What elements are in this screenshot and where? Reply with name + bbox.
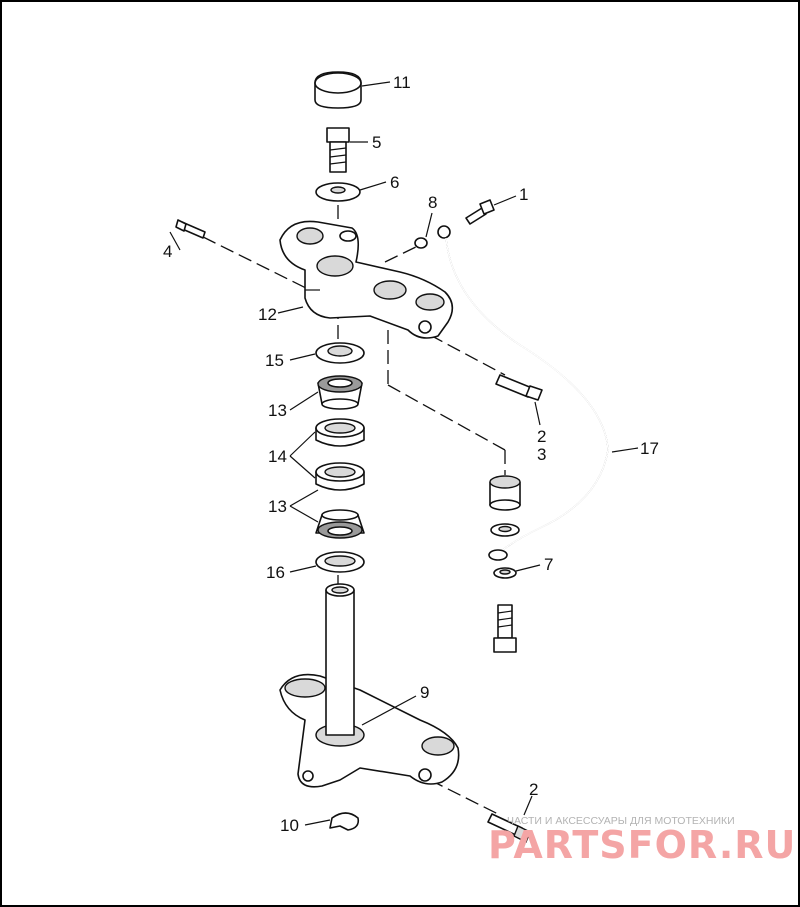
callout-2-bottom: 2 xyxy=(529,780,538,799)
part-retaining-clip xyxy=(329,812,360,831)
watermark-brand: PARTSFOR.RU xyxy=(488,823,796,867)
callout-9: 9 xyxy=(420,683,429,702)
part-race-upper xyxy=(315,418,365,447)
callout-17: 17 xyxy=(640,439,659,458)
part-lower-bracket xyxy=(279,583,460,788)
part-ground-screw xyxy=(465,199,495,225)
callout-12: 12 xyxy=(258,305,277,324)
part-top-washer xyxy=(315,182,361,202)
callout-16: 16 xyxy=(266,563,285,582)
part-clamp-bolt-upper xyxy=(495,374,543,401)
axis-ground-screw xyxy=(384,244,421,263)
axis-riser-diag xyxy=(387,384,506,451)
part-race-lower xyxy=(315,462,365,491)
callout-11: 11 xyxy=(393,73,411,92)
callout-13-lower: 13 xyxy=(268,497,287,516)
callout-6: 6 xyxy=(390,173,399,192)
part-lockwasher-small xyxy=(414,237,428,249)
part-cap xyxy=(314,71,362,109)
callout-2-top: 2 xyxy=(537,427,546,446)
callout-13-upper: 13 xyxy=(268,401,287,420)
callout-15: 15 xyxy=(265,351,284,370)
callout-1: 1 xyxy=(519,185,528,204)
callout-14: 14 xyxy=(268,447,287,466)
watermark-tagline: ЧАСТИ И АКСЕССУАРЫ ДЛЯ МОТОТЕХНИКИ xyxy=(507,815,735,827)
axis-clamp-bolt-top xyxy=(429,334,506,376)
part-upper-bracket xyxy=(279,220,454,339)
part-pinch-bolt xyxy=(175,219,206,239)
callout-10: 10 xyxy=(280,816,299,835)
part-lower-seal xyxy=(315,551,365,573)
callout-3: 3 xyxy=(537,445,546,464)
part-bearing-lower xyxy=(315,509,365,539)
axis-clamp-bolt-bottom xyxy=(429,779,501,816)
callout-5: 5 xyxy=(372,133,381,152)
part-ground-strap xyxy=(437,225,609,561)
part-riser-bolt xyxy=(493,604,517,653)
part-riser-bushing xyxy=(489,475,521,511)
callout-7: 7 xyxy=(544,555,553,574)
part-clamp-bolt-lower xyxy=(487,813,531,843)
part-bearing-upper xyxy=(317,375,363,410)
leader-lines xyxy=(169,81,639,826)
part-lockwasher-ground xyxy=(493,567,517,579)
part-riser-washer xyxy=(490,523,520,537)
axis-pinch-bolt xyxy=(184,227,311,291)
callout-8: 8 xyxy=(428,193,437,212)
callout-4: 4 xyxy=(163,242,172,261)
part-top-bolt xyxy=(326,127,350,173)
part-dust-seal xyxy=(315,342,365,364)
watermark: ЧАСТИ И АКСЕССУАРЫ ДЛЯ МОТОТЕХНИКИ PARTS… xyxy=(488,815,796,867)
